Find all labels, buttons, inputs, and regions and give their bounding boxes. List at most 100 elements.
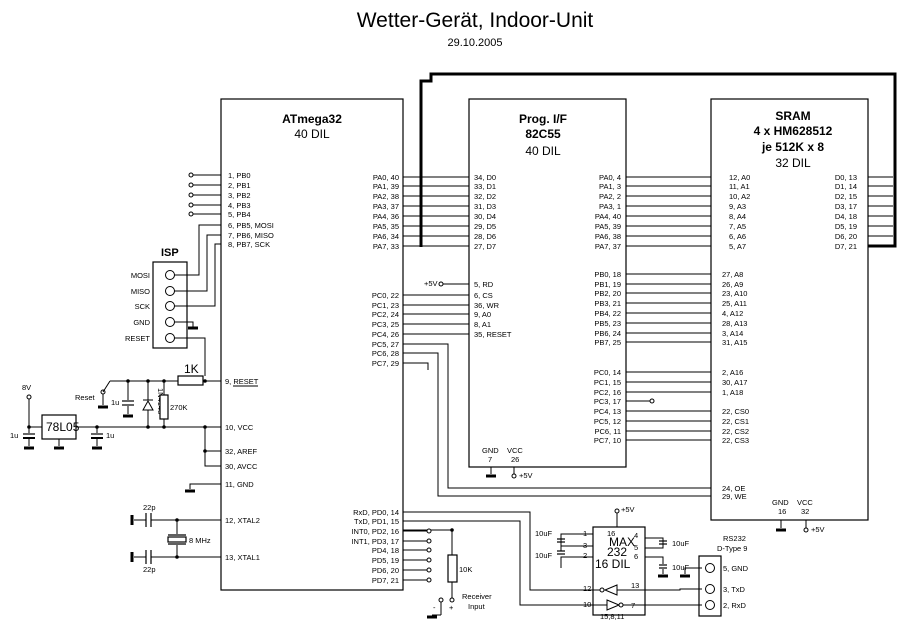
sram-data-pin-2: D2, 15: [835, 192, 857, 201]
ppi-package: 40 DIL: [525, 144, 561, 158]
sram-ctrl-pin-0: 24, OE: [722, 484, 745, 493]
ppi-pa-pin-2: PA2, 2: [599, 192, 621, 201]
sram-power: +5V: [774, 520, 825, 534]
sram-addr-b-pin-0: 27, A8: [722, 270, 743, 279]
sram-addr-b-pin-6: 3, A14: [722, 329, 743, 338]
ppi-pa-pin-0: PA0, 4: [599, 173, 621, 182]
pb-terminal-4: [188, 211, 194, 217]
atmega-portd-pin-2: INT0, PD2, 16: [351, 527, 399, 536]
rs232-title-2: D-Type 9: [717, 544, 747, 553]
pd-terminal-2: [426, 528, 432, 534]
ppi-pb-pin-6: PB6, 24: [594, 329, 621, 338]
sram-vcc-pin: 32: [801, 507, 809, 516]
power-cap-in-label: 1u: [10, 431, 18, 440]
sram-data-pin-1: D1, 14: [835, 182, 857, 191]
isp-title: ISP: [161, 247, 179, 259]
sram-addr-b-pin-4: 4, A12: [722, 309, 743, 318]
sram-cs-pin-0: 22, CS0: [722, 407, 749, 416]
ppi-part: 82C55: [525, 127, 561, 141]
crystal-circuit: 8 MHz 22p 22p: [130, 503, 221, 574]
ppi-gnd-pin: 7: [488, 455, 492, 464]
sram-addr-a-pin-4: 8, A4: [729, 212, 746, 221]
receiver-resistor-label: 10K: [459, 565, 472, 574]
ppi-pa-pin-7: PA7, 37: [595, 242, 621, 251]
ppi-pc3-open: [626, 398, 655, 404]
receiver-input: 10K Receiver Input - +: [403, 528, 492, 619]
max232-pin-3: 5: [634, 543, 638, 552]
portd-open-terminals: [403, 528, 432, 583]
ppi-pc-pin-5: PC5, 12: [594, 417, 621, 426]
sram-data-pin-7: D7, 21: [835, 242, 857, 251]
max232-cap1-label: 10uF: [535, 529, 553, 538]
sram-addr-c-pin-0: 2, A16: [722, 368, 743, 377]
ppi-pa-pin-3: PA3, 1: [599, 202, 621, 211]
sram-data-pin-0: D0, 13: [835, 173, 857, 182]
max232-name: MAX: [609, 535, 635, 549]
max232-plus5v: +5V: [621, 505, 635, 514]
max232-pin-7: 13: [631, 581, 639, 590]
rs232-pin-1: [705, 584, 715, 594]
ppi-ctrl-pin-3: 9, A0: [474, 310, 491, 319]
ppi-power: +5V: [484, 467, 533, 480]
sram-ctrl-pin-1: 29, WE: [722, 492, 747, 501]
ppi-data-pin-4: 30, D4: [474, 212, 496, 221]
isp-pin-2: [165, 301, 175, 311]
pb-terminal-1: [188, 182, 194, 188]
sram-data-pin-5: D5, 19: [835, 222, 857, 231]
reset-series-resistor: 1K: [184, 362, 199, 376]
sram-data-wires: [868, 176, 893, 247]
atmega-power-pin-2: 30, AVCC: [225, 462, 258, 471]
ppi-gnd-label: GND: [482, 446, 499, 455]
power-cap-out-label: 1u: [106, 431, 114, 440]
ppi-pb-pin-7: PB7, 25: [594, 338, 621, 347]
portb-open-terminals: [188, 172, 221, 217]
receiver-plus: +: [449, 603, 454, 612]
isp-pin-3: [165, 317, 175, 327]
atmega-porta-pin-1: PA1, 39: [373, 182, 399, 191]
ppi-pa-pin-5: PA5, 39: [595, 222, 621, 231]
isp-pin-4: [165, 333, 175, 343]
rs232-pin-label-0: 5, GND: [723, 564, 749, 573]
isp-pin-label-0: MOSI: [131, 271, 150, 280]
sram-addr-b-pin-5: 28, A13: [722, 319, 747, 328]
portc-ctrl-wires: +5V: [403, 279, 711, 497]
data-bus-wires: [419, 72, 897, 248]
sram-gnd-pin: 16: [778, 507, 786, 516]
ppi-pc-pin-3: PC3, 17: [594, 397, 621, 406]
ppi-pa-pin-6: PA6, 38: [595, 232, 621, 241]
atmega-name: ATmega32: [282, 112, 342, 126]
atmega-porta-pin-3: PA3, 37: [373, 202, 399, 211]
ppi-pb-pin-1: PB1, 19: [594, 280, 621, 289]
sram-data-pin-6: D6, 20: [835, 232, 857, 241]
ppi-name: Prog. I/F: [519, 112, 567, 126]
atmega-portc-pin-6: PC6, 28: [372, 349, 399, 358]
receiver-label-1: Receiver: [462, 592, 492, 601]
sram-addr-c-pin-2: 1, A18: [722, 388, 743, 397]
rs232-pin-label-1: 3, TxD: [723, 585, 746, 594]
atmega-pin-7: 8, PB7, SCK: [228, 240, 270, 249]
reset-pulldown-label: 270K: [170, 403, 188, 412]
sram-org: je 512K x 8: [761, 140, 824, 154]
max232-pin-5: 6: [634, 552, 638, 561]
ppi-pc-pin-0: PC0, 14: [594, 368, 621, 377]
ppi-ctrl-pin-4: 8, A1: [474, 320, 491, 329]
diagram-title: Wetter-Gerät, Indoor-Unit: [357, 9, 594, 32]
max232-package: 16 DIL: [595, 557, 631, 571]
atmega-porta-pin-7: PA7, 33: [373, 242, 399, 251]
atmega-portd-pin-6: PD6, 20: [372, 566, 399, 575]
sram-addr-a-pin-6: 6, A6: [729, 232, 746, 241]
sram-addr-a-pin-3: 9, A3: [729, 202, 746, 211]
ppi-rd-plus5v: +5V: [424, 279, 438, 288]
sram-addr-b-pin-3: 25, A11: [722, 299, 747, 308]
pd-terminal-5: [426, 557, 432, 563]
